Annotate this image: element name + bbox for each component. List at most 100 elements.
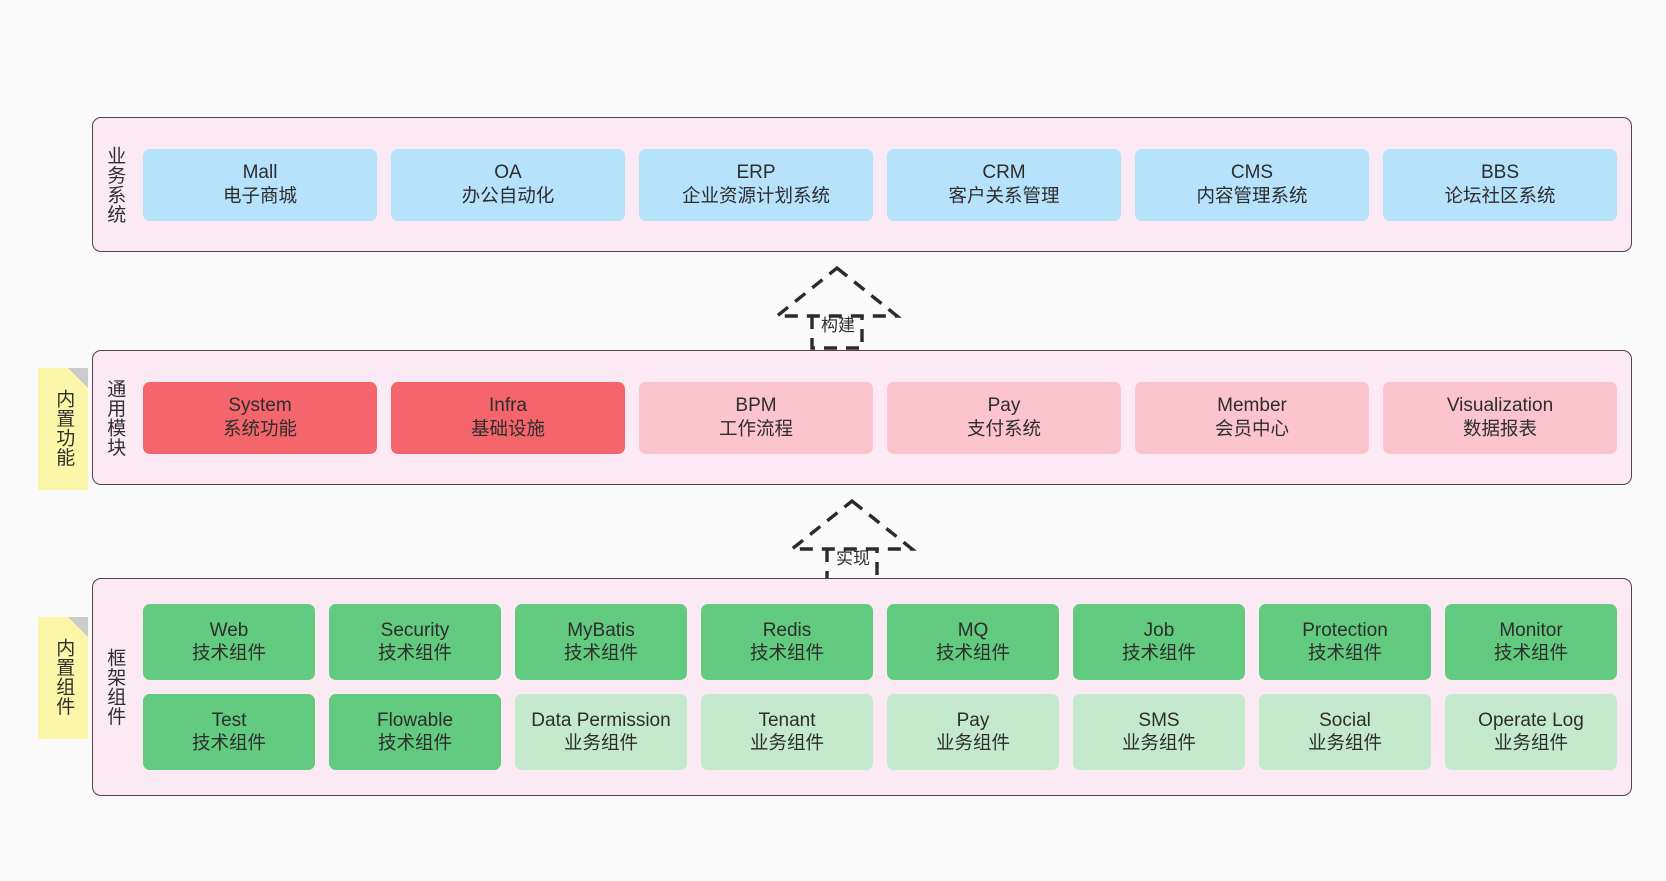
module-card-title: Visualization <box>1446 395 1554 416</box>
module-card-subtitle: 论坛社区系统 <box>1444 184 1556 206</box>
module-card-subtitle: 数据报表 <box>1462 417 1537 439</box>
module-card-subtitle: 业务组件 <box>563 732 638 754</box>
module-card-title: CMS <box>1230 162 1274 183</box>
layer-row: System 系统功能 Infra 基础设施 BPM 工作流程 Pay 支付系统… <box>143 381 1617 454</box>
module-card-subtitle: 工作流程 <box>718 417 793 439</box>
module-card-cms[interactable]: CMS 内容管理系统 <box>1135 148 1369 221</box>
layer-body-business-system: Mall 电子商城 OA 办公自动化 ERP 企业资源计划系统 CRM 客户关系… <box>135 118 1631 251</box>
module-card-protection[interactable]: Protection 技术组件 <box>1259 604 1431 680</box>
module-card-subtitle: 内容管理系统 <box>1196 184 1308 206</box>
module-card-system[interactable]: System 系统功能 <box>143 381 377 454</box>
module-card-subtitle: 系统功能 <box>222 417 297 439</box>
connector-build-label: 构建 <box>821 316 855 335</box>
module-card-test[interactable]: Test 技术组件 <box>143 694 315 770</box>
module-card-title: Flowable <box>376 709 454 731</box>
layer-title-common-modules: 通用模块 <box>104 378 126 457</box>
module-card-monitor[interactable]: Monitor 技术组件 <box>1445 604 1617 680</box>
note-builtin-components-text: 内置组件 <box>53 638 75 716</box>
connector-build: 构建 <box>757 262 917 350</box>
module-card-infra[interactable]: Infra 基础设施 <box>391 381 625 454</box>
module-card-subtitle: 技术组件 <box>377 732 452 754</box>
module-card-title: MQ <box>957 619 989 641</box>
module-card-title: ERP <box>736 162 776 183</box>
layer-body-framework-components: Web 技术组件 Security 技术组件 MyBatis 技术组件 Redi… <box>135 579 1631 795</box>
module-card-title: Test <box>211 709 247 731</box>
module-card-flowable[interactable]: Flowable 技术组件 <box>329 694 501 770</box>
module-card-title: CRM <box>982 162 1026 183</box>
module-card-title: Social <box>1319 709 1371 731</box>
note-fold-corner-icon <box>68 368 88 388</box>
module-card-mq[interactable]: MQ 技术组件 <box>887 604 1059 680</box>
module-card-title: Tenant <box>758 709 816 731</box>
module-card-title: Infra <box>488 395 528 416</box>
module-card-subtitle: 业务组件 <box>935 732 1010 754</box>
module-card-subtitle: 会员中心 <box>1214 417 1289 439</box>
module-card-social[interactable]: Social 业务组件 <box>1259 694 1431 770</box>
module-card-title: Security <box>380 619 450 641</box>
module-card-crm[interactable]: CRM 客户关系管理 <box>887 148 1121 221</box>
module-card-title: Job <box>1143 619 1175 641</box>
module-card-oa[interactable]: OA 办公自动化 <box>391 148 625 221</box>
module-card-subtitle: 业务组件 <box>1493 732 1568 754</box>
module-card-title: SMS <box>1138 709 1180 731</box>
module-card-subtitle: 支付系统 <box>966 417 1041 439</box>
module-card-mybatis[interactable]: MyBatis 技术组件 <box>515 604 687 680</box>
module-card-member[interactable]: Member 会员中心 <box>1135 381 1369 454</box>
module-card-subtitle: 技术组件 <box>563 642 638 664</box>
module-card-security[interactable]: Security 技术组件 <box>329 604 501 680</box>
module-card-title: Data Permission <box>531 709 671 731</box>
module-card-subtitle: 业务组件 <box>749 732 824 754</box>
module-card-mall[interactable]: Mall 电子商城 <box>143 148 377 221</box>
module-card-title: Mall <box>242 162 278 183</box>
layer-title-framework-components: 框架组件 <box>104 648 126 726</box>
connector-implement: 实现 <box>772 495 932 583</box>
module-card-subtitle: 技术组件 <box>191 732 266 754</box>
module-card-title: Web <box>209 619 249 641</box>
module-card-web[interactable]: Web 技术组件 <box>143 604 315 680</box>
note-builtin-functions-text: 内置功能 <box>53 389 75 467</box>
module-card-bpm[interactable]: BPM 工作流程 <box>639 381 873 454</box>
module-card-subtitle: 办公自动化 <box>461 184 555 206</box>
module-card-pay[interactable]: Pay 支付系统 <box>887 381 1121 454</box>
module-card-subtitle: 技术组件 <box>1121 642 1196 664</box>
module-card-operate-log[interactable]: Operate Log 业务组件 <box>1445 694 1617 770</box>
layer-body-common-modules: System 系统功能 Infra 基础设施 BPM 工作流程 Pay 支付系统… <box>135 351 1631 484</box>
module-card-bbs[interactable]: BBS 论坛社区系统 <box>1383 148 1617 221</box>
module-card-subtitle: 电子商城 <box>222 184 297 206</box>
layer-business-system: 业务系统 Mall 电子商城 OA 办公自动化 ERP 企业资源计划系统 CRM… <box>92 117 1632 252</box>
module-card-title: System <box>228 395 292 416</box>
module-card-subtitle: 技术组件 <box>749 642 824 664</box>
module-card-sms[interactable]: SMS 业务组件 <box>1073 694 1245 770</box>
module-card-pay-component[interactable]: Pay 业务组件 <box>887 694 1059 770</box>
module-card-subtitle: 企业资源计划系统 <box>681 184 830 206</box>
module-card-subtitle: 业务组件 <box>1121 732 1196 754</box>
connector-implement-label: 实现 <box>836 549 870 568</box>
connector-implement-arrow-shape <box>787 498 917 583</box>
module-card-subtitle: 技术组件 <box>1493 642 1568 664</box>
module-card-tenant[interactable]: Tenant 业务组件 <box>701 694 873 770</box>
layer-title-business-system: 业务系统 <box>104 145 126 224</box>
module-card-title: Operate Log <box>1478 709 1584 731</box>
module-card-title: Member <box>1217 395 1287 416</box>
module-card-title: MyBatis <box>567 619 635 641</box>
module-card-subtitle: 技术组件 <box>191 642 266 664</box>
module-card-redis[interactable]: Redis 技术组件 <box>701 604 873 680</box>
module-card-subtitle: 技术组件 <box>377 642 452 664</box>
module-card-subtitle: 技术组件 <box>935 642 1010 664</box>
note-fold-corner-icon <box>68 617 88 637</box>
module-card-subtitle: 技术组件 <box>1307 642 1382 664</box>
note-builtin-components: 内置组件 <box>38 617 88 739</box>
module-card-visualization[interactable]: Visualization 数据报表 <box>1383 381 1617 454</box>
layer-framework-components: 框架组件 Web 技术组件 Security 技术组件 MyBatis 技术组件… <box>92 578 1632 796</box>
module-card-erp[interactable]: ERP 企业资源计划系统 <box>639 148 873 221</box>
module-card-title: Pay <box>987 395 1021 416</box>
layer-row: Mall 电子商城 OA 办公自动化 ERP 企业资源计划系统 CRM 客户关系… <box>143 148 1617 221</box>
layer-row: Test 技术组件 Flowable 技术组件 Data Permission … <box>143 694 1617 770</box>
module-card-job[interactable]: Job 技术组件 <box>1073 604 1245 680</box>
module-card-subtitle: 基础设施 <box>470 417 545 439</box>
layer-common-modules: 通用模块 System 系统功能 Infra 基础设施 BPM 工作流程 Pay… <box>92 350 1632 485</box>
module-card-title: Monitor <box>1499 619 1563 641</box>
module-card-title: BBS <box>1480 162 1520 183</box>
module-card-data-permission[interactable]: Data Permission 业务组件 <box>515 694 687 770</box>
